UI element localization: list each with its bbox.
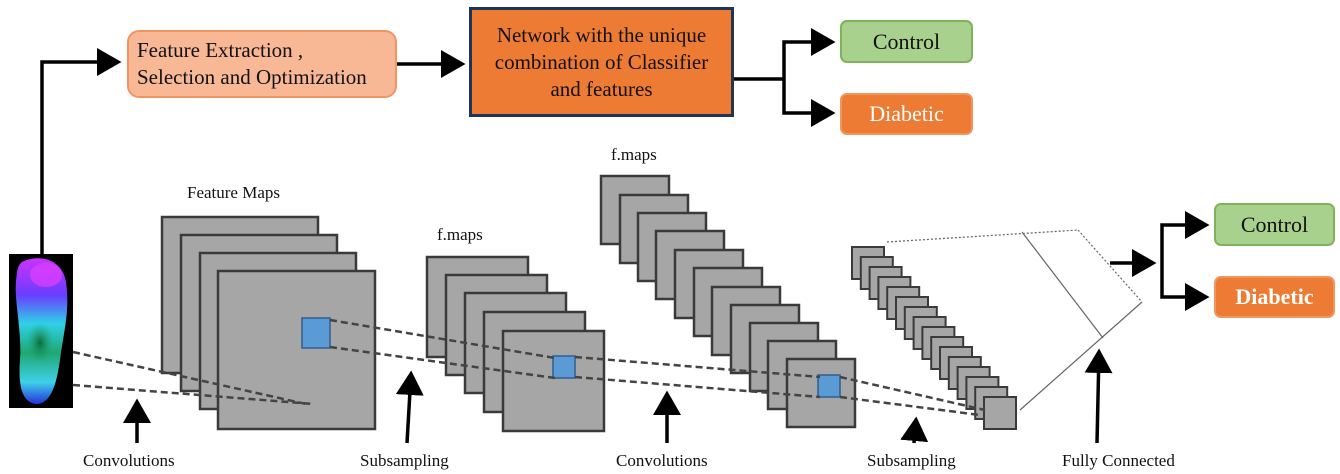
- kernel-box-2: [552, 355, 576, 379]
- operation-arrows: [123, 348, 1113, 444]
- arrow-up-icon: [900, 416, 929, 444]
- operation-label-convolutions-1: Convolutions: [83, 451, 175, 470]
- control-output-top: Control: [840, 20, 973, 63]
- small-map: [983, 396, 1017, 430]
- operation-label-subsampling-2: Subsampling: [867, 451, 956, 470]
- operation-label-subsampling-1: Subsampling: [360, 451, 449, 470]
- arrow-up-icon: [1084, 348, 1113, 444]
- operation-label-convolutions-2: Convolutions: [616, 451, 708, 470]
- operation-label-fully-connected: Fully Connected: [1062, 451, 1175, 470]
- feature-maps-stack: [160, 215, 377, 431]
- diabetic-output-bottom: Diabetic: [1214, 276, 1335, 318]
- kernel-box-3: [817, 374, 841, 398]
- small-maps-stack: [851, 246, 1017, 430]
- control-output-bottom: Control: [1214, 203, 1335, 246]
- arrow-up-icon: [395, 370, 424, 444]
- foot-to-feature-arrow: [40, 48, 122, 258]
- fmaps-stack-2: [599, 174, 857, 429]
- feature-maps-label: Feature Maps: [187, 183, 281, 202]
- kernel-box-1: [301, 317, 331, 349]
- fmaps-stack-1: [425, 255, 606, 433]
- network-classifier-box: Network with the unique combination of C…: [469, 7, 734, 117]
- fully-connected-lines: [886, 229, 1143, 411]
- to-control-arrow-top: [782, 28, 836, 79]
- bottom-connectors: [1110, 211, 1210, 311]
- top-connectors: [40, 28, 836, 258]
- feature-extraction-box: Feature Extraction , Selection and Optim…: [127, 30, 397, 98]
- to-diabetic-arrow-top: [782, 79, 836, 127]
- fmaps-label-2: f.maps: [611, 145, 657, 164]
- fmaps-label-1: f.maps: [437, 225, 483, 244]
- foot-thermogram-image: [9, 254, 73, 408]
- diabetic-output-top: Diabetic: [840, 93, 973, 135]
- projection-lines: [72, 318, 986, 417]
